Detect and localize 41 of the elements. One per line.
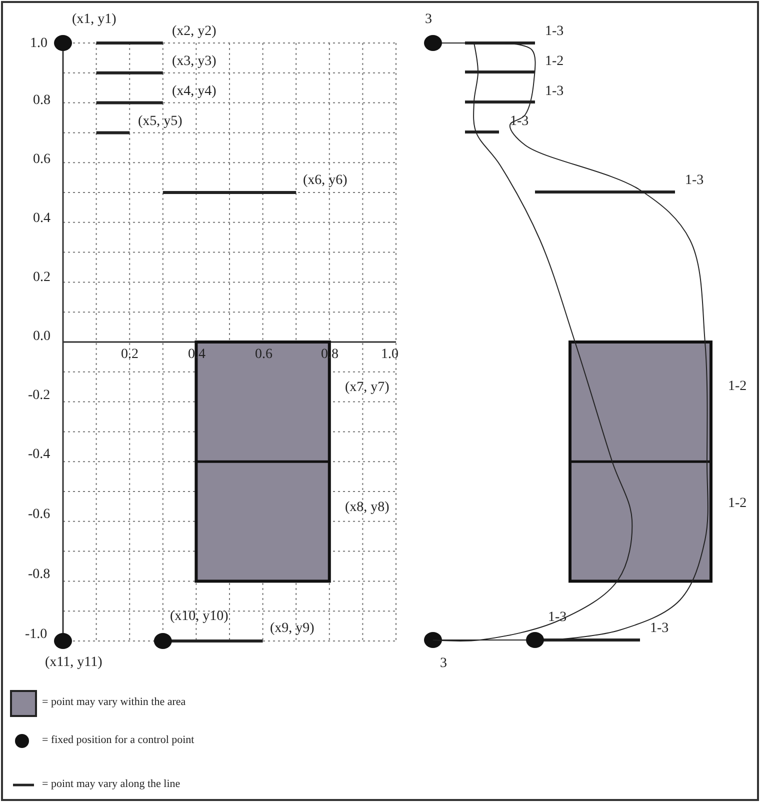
continuity-label: 3 xyxy=(440,656,447,672)
axis-tick-label: 1.0 xyxy=(381,347,398,363)
axis-tick-label: -0.4 xyxy=(28,447,50,463)
continuity-label: 1-3 xyxy=(510,114,529,130)
axis-tick-label: 0.0 xyxy=(33,329,50,345)
axis-tick-label: 0.8 xyxy=(321,347,338,363)
continuity-label: 3 xyxy=(425,12,432,28)
point-label: (x1, y1) xyxy=(72,12,116,28)
point-label: (x10, y10) xyxy=(170,609,228,625)
continuity-label: 1-2 xyxy=(728,496,747,512)
point-label: (x5, y5) xyxy=(138,114,182,130)
point-label: (x11, y11) xyxy=(45,655,102,671)
axis-tick-label: 0.2 xyxy=(121,347,138,363)
axis-tick-label: -0.8 xyxy=(28,567,50,583)
legend-text: = point may vary along the line xyxy=(42,778,180,791)
continuity-label: 1-2 xyxy=(728,379,747,395)
point-label: (x2, y2) xyxy=(172,24,216,40)
axis-tick-label: 0.4 xyxy=(188,347,206,363)
axis-tick-label: -1.0 xyxy=(25,627,48,643)
point-label: (x9, y9) xyxy=(270,621,314,637)
axis-tick-label: 0.8 xyxy=(33,93,50,109)
continuity-label: 1-3 xyxy=(545,24,564,40)
legend-text: = fixed position for a control point xyxy=(42,734,194,747)
point-label: (x7, y7) xyxy=(345,380,390,396)
legend-text: = point may vary within the area xyxy=(42,696,186,709)
continuity-label: 1-3 xyxy=(650,621,669,637)
axis-tick-label: 0.4 xyxy=(33,211,50,227)
axis-tick-label: -0.2 xyxy=(28,388,50,404)
continuity-label: 1-3 xyxy=(548,610,567,626)
point-label: (x3, y3) xyxy=(172,54,216,70)
point-label: (x6, y6) xyxy=(303,173,348,189)
axis-tick-label: 0.6 xyxy=(33,152,50,168)
continuity-label: 1-2 xyxy=(545,54,564,70)
point-label: (x4, y4) xyxy=(172,84,216,100)
axis-tick-label: 0.6 xyxy=(255,347,272,363)
axis-tick-label: 0.2 xyxy=(33,270,50,286)
axis-tick-label: -0.6 xyxy=(28,507,50,523)
axis-tick-label: 1.0 xyxy=(30,36,48,52)
point-label: (x8, y8) xyxy=(345,500,390,516)
continuity-label: 1-3 xyxy=(685,173,704,189)
continuity-label: 1-3 xyxy=(545,84,564,100)
